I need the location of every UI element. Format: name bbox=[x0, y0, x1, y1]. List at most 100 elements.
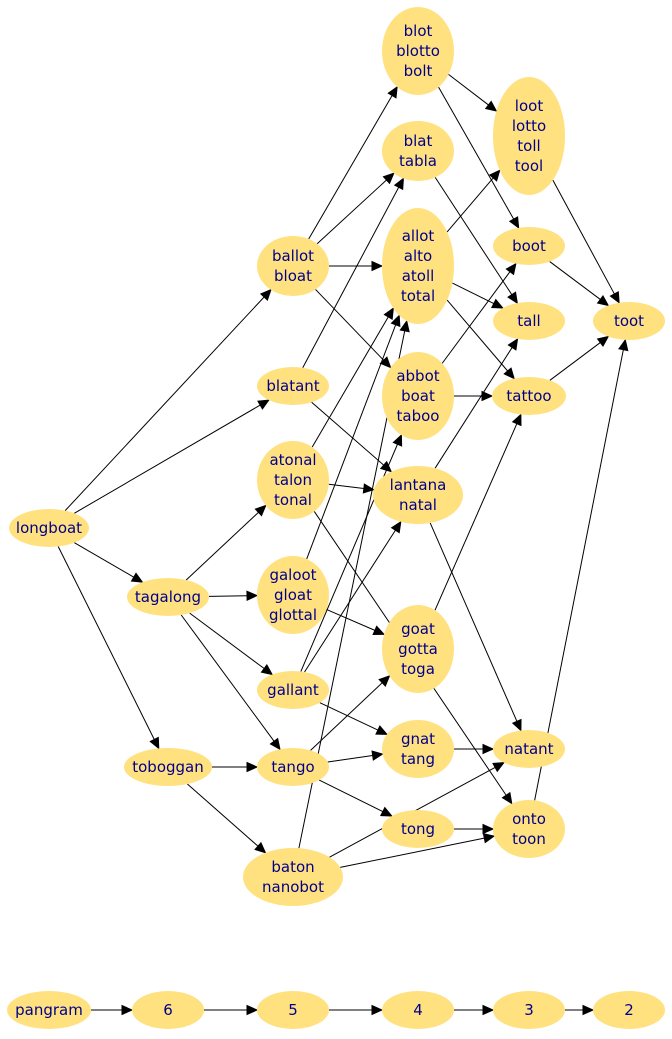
edge-ballot-to-blat bbox=[316, 179, 387, 245]
node-label: boot bbox=[512, 237, 546, 255]
node-label: 4 bbox=[413, 1001, 423, 1019]
node-label: tabla bbox=[399, 152, 437, 170]
node-label: taboo bbox=[397, 407, 440, 425]
edge-goat-to-tattoo bbox=[434, 423, 518, 611]
node-ellipse bbox=[492, 377, 566, 415]
node-ellipse bbox=[493, 302, 565, 340]
node-label: gloat bbox=[274, 586, 312, 604]
edge-allot-to-tall bbox=[452, 282, 495, 305]
edge-ballot-to-blot bbox=[308, 95, 393, 240]
edge-toboggan-to-baton bbox=[187, 783, 259, 847]
node-l2: 2 bbox=[593, 991, 665, 1029]
node-ellipse bbox=[382, 810, 454, 848]
edge-tango-to-tong bbox=[319, 779, 384, 812]
arrowhead-blot-to-boot bbox=[508, 216, 520, 229]
arrowhead-abbot-to-tattoo bbox=[481, 390, 494, 402]
node-label: tagalong bbox=[135, 588, 201, 606]
node-ellipse bbox=[257, 991, 329, 1029]
node-l3: 3 bbox=[493, 991, 565, 1029]
arrowhead-tango-to-gnat bbox=[371, 750, 384, 761]
edges-layer bbox=[57, 73, 629, 1016]
node-label: tonal bbox=[274, 491, 312, 509]
node-ellipse bbox=[493, 991, 565, 1029]
node-ellipse bbox=[373, 466, 463, 524]
edge-tattoo-to-toot bbox=[549, 342, 601, 381]
arrowhead-atonal-to-onto bbox=[501, 791, 513, 805]
node-label: 2 bbox=[624, 1001, 634, 1019]
arrowhead-boot-to-toot bbox=[596, 294, 610, 307]
node-label: blotto bbox=[396, 42, 440, 60]
node-label: tall bbox=[517, 312, 540, 330]
arrowhead-tagalong-to-tango bbox=[269, 737, 281, 751]
node-label: ballot bbox=[272, 247, 314, 265]
arrowhead-onto-to-toot bbox=[618, 338, 629, 352]
node-label: boat bbox=[401, 387, 435, 405]
node-ellipse bbox=[593, 302, 665, 340]
node-label: toot bbox=[614, 312, 644, 330]
edge-loot-to-toot bbox=[552, 179, 615, 295]
node-label: bolt bbox=[404, 62, 433, 80]
edge-baton-to-onto bbox=[340, 837, 485, 868]
node-ellipse bbox=[257, 367, 329, 405]
node-ellipse bbox=[9, 509, 89, 547]
edge-abbot-to-boot bbox=[441, 271, 511, 364]
arrowhead-baton-to-onto bbox=[482, 833, 496, 844]
node-label: loot bbox=[515, 97, 544, 115]
node-label: abbot bbox=[396, 367, 439, 385]
node-abbot: abbot boat taboo bbox=[382, 352, 454, 440]
node-label: gnat bbox=[401, 730, 435, 748]
edge-allot-to-tattoo bbox=[446, 299, 509, 372]
edge-galoot-to-allot bbox=[306, 324, 397, 560]
node-label: bloat bbox=[274, 267, 312, 285]
arrowhead-pangram-to-l6 bbox=[121, 1004, 134, 1016]
node-label: 3 bbox=[524, 1001, 534, 1019]
node-ellipse bbox=[257, 748, 329, 786]
node-label: pangram bbox=[15, 1001, 83, 1019]
node-label: toll bbox=[517, 137, 540, 155]
edge-tagalong-to-gallant bbox=[189, 612, 265, 669]
edge-ballot-to-abbot bbox=[315, 289, 385, 361]
arrowhead-longboat-to-blatant bbox=[257, 399, 270, 410]
node-label: nanobot bbox=[262, 878, 324, 896]
arrowhead-galoot-to-goat bbox=[372, 625, 386, 636]
arrowhead-ballot-to-blot bbox=[387, 85, 398, 99]
node-boot: boot bbox=[493, 227, 565, 265]
node-blatant: blatant bbox=[257, 367, 329, 405]
arrowhead-l4-to-l3 bbox=[482, 1004, 495, 1016]
arrowhead-lantana-to-natant bbox=[511, 718, 522, 732]
arrowhead-tango-to-goat bbox=[378, 675, 391, 687]
node-label: tango bbox=[271, 758, 314, 776]
node-ellipse bbox=[382, 121, 454, 181]
edge-gallant-to-lantana bbox=[304, 529, 396, 673]
node-tango: tango bbox=[257, 748, 329, 786]
node-ellipse bbox=[382, 208, 454, 324]
node-ellipse bbox=[382, 605, 454, 693]
node-label: tang bbox=[401, 750, 435, 768]
node-label: toboggan bbox=[132, 758, 204, 776]
node-label: lantana bbox=[390, 476, 447, 494]
node-toot: toot bbox=[593, 302, 665, 340]
node-ellipse bbox=[132, 991, 204, 1029]
node-longboat: longboat bbox=[9, 509, 89, 547]
node-label: talon bbox=[274, 471, 312, 489]
node-label: baton bbox=[271, 858, 314, 876]
arrowhead-loot-to-toot bbox=[609, 290, 620, 304]
node-baton: baton nanobot bbox=[243, 848, 343, 906]
node-gnat: gnat tang bbox=[382, 720, 454, 778]
node-ellipse bbox=[382, 352, 454, 440]
arrowhead-gallant-to-abbot bbox=[392, 433, 403, 447]
arrowhead-toboggan-to-baton bbox=[254, 841, 267, 854]
arrowhead-ballot-to-abbot bbox=[379, 356, 392, 369]
node-l5: 5 bbox=[257, 991, 329, 1029]
node-label: gallant bbox=[267, 681, 319, 699]
arrowhead-allot-to-tattoo bbox=[503, 367, 515, 380]
edge-galoot-to-goat bbox=[326, 608, 376, 631]
arrowhead-atonal-to-lantana bbox=[362, 483, 375, 494]
node-label: blatant bbox=[266, 377, 319, 395]
node-ellipse bbox=[493, 227, 565, 265]
node-ellipse bbox=[493, 77, 565, 195]
